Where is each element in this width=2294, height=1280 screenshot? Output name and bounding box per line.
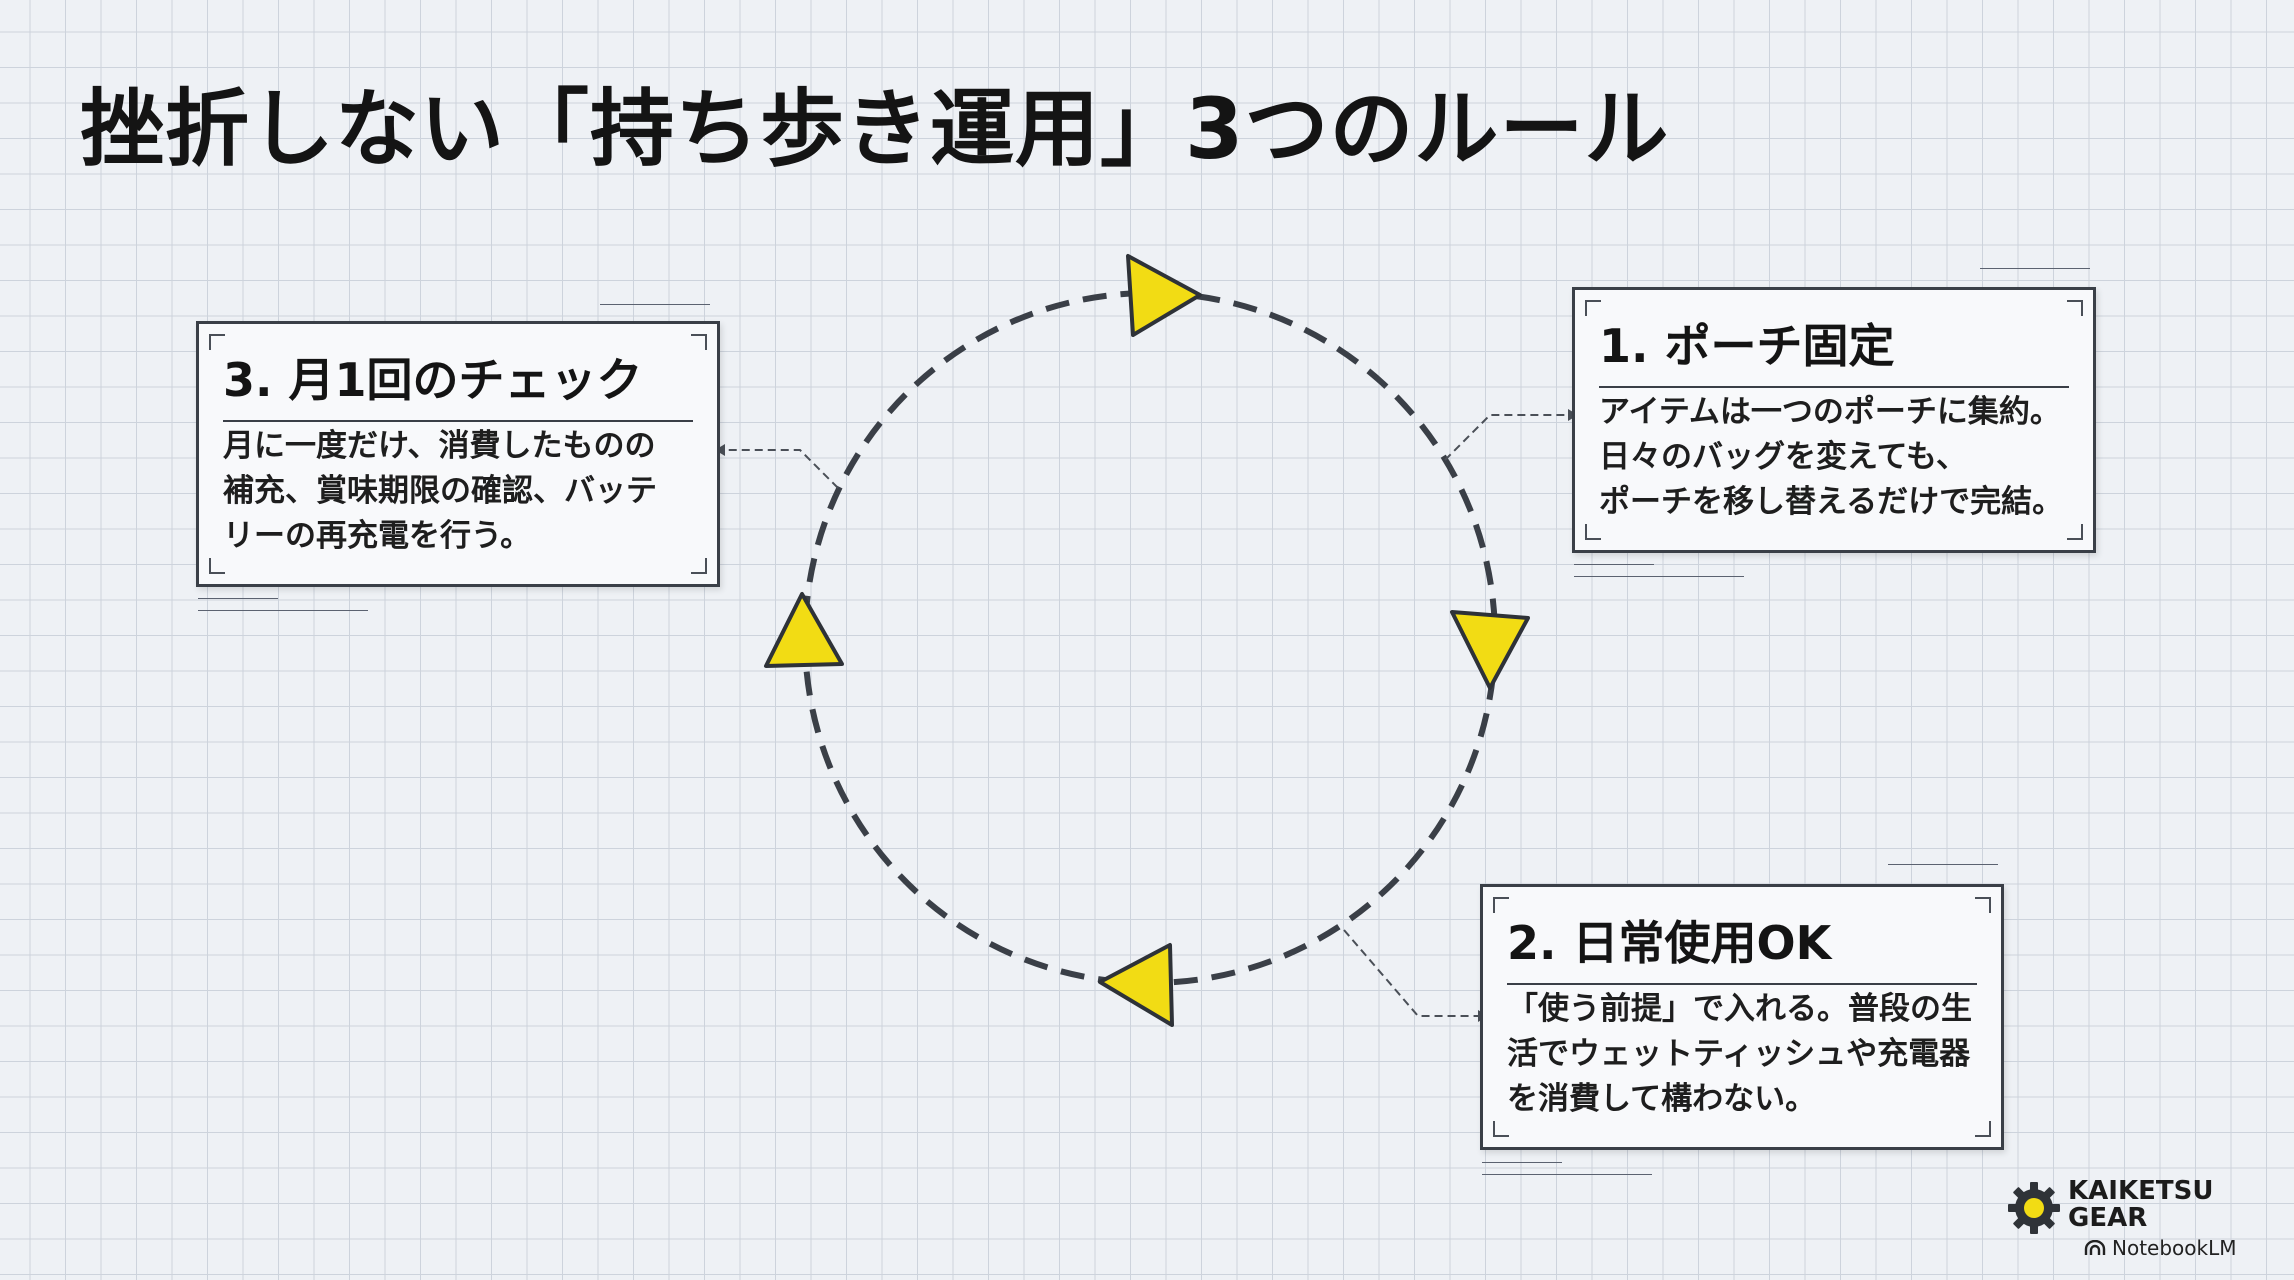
brand-logo: KAIKETSU GEAR NotebookLM [2006, 1172, 2266, 1268]
arrowhead-right [1450, 610, 1530, 690]
annotation-line [1482, 1174, 1652, 1175]
arrowhead-left [764, 592, 844, 668]
rule-card-body: 月に一度だけ、消費したものの 補充、賞味期限の確認、バッテ リーの再充電を行う。 [223, 428, 657, 554]
annotation-line [1980, 268, 2090, 269]
annotation-line [1574, 576, 1744, 577]
rule-card-body: 「使う前提」で入れる。普段の生 活でウェットティッシュや充電器 を消費して構わな… [1507, 991, 1972, 1117]
rule-card-title: 3. 月1回のチェック [223, 344, 693, 422]
rule-card-title: 1. ポーチ固定 [1599, 310, 2069, 388]
brand-sub: NotebookLM [2084, 1236, 2237, 1260]
rule-card-title: 2. 日常使用OK [1507, 907, 1977, 985]
rule-card-1: 1. ポーチ固定 アイテムは一つのポーチに集約。 日々のバッグを変えても、 ポー… [1572, 287, 2096, 553]
arrowhead-top [1126, 254, 1202, 337]
arrowhead-bottom [1098, 943, 1174, 1027]
annotation-line [1482, 1162, 1562, 1163]
connector-card-1 [1444, 414, 1568, 461]
connector-tip-3 [715, 444, 725, 456]
rule-card-3: 3. 月1回のチェック 月に一度だけ、消費したものの 補充、賞味期限の確認、バッ… [196, 321, 720, 587]
notebooklm-icon [2084, 1240, 2106, 1255]
annotation-line [1574, 564, 1654, 565]
annotation-line [1888, 864, 1998, 865]
connector-card-2 [1343, 929, 1478, 1017]
rule-card-2: 2. 日常使用OK 「使う前提」で入れる。普段の生 活でウェットティッシュや充電… [1480, 884, 2004, 1150]
gear-icon [2008, 1182, 2060, 1234]
cycle-circle [802, 290, 1498, 986]
annotation-line [198, 598, 278, 599]
annotation-line [198, 610, 368, 611]
connector-card-3 [725, 449, 839, 489]
page-title: 挫折しない「持ち歩き運用」3つのルール [80, 80, 1670, 178]
rule-card-body: アイテムは一つのポーチに集約。 日々のバッグを変えても、 ポーチを移し替えるだけ… [1599, 394, 2064, 520]
annotation-line [600, 304, 710, 305]
brand-name: KAIKETSU GEAR [2068, 1176, 2214, 1233]
